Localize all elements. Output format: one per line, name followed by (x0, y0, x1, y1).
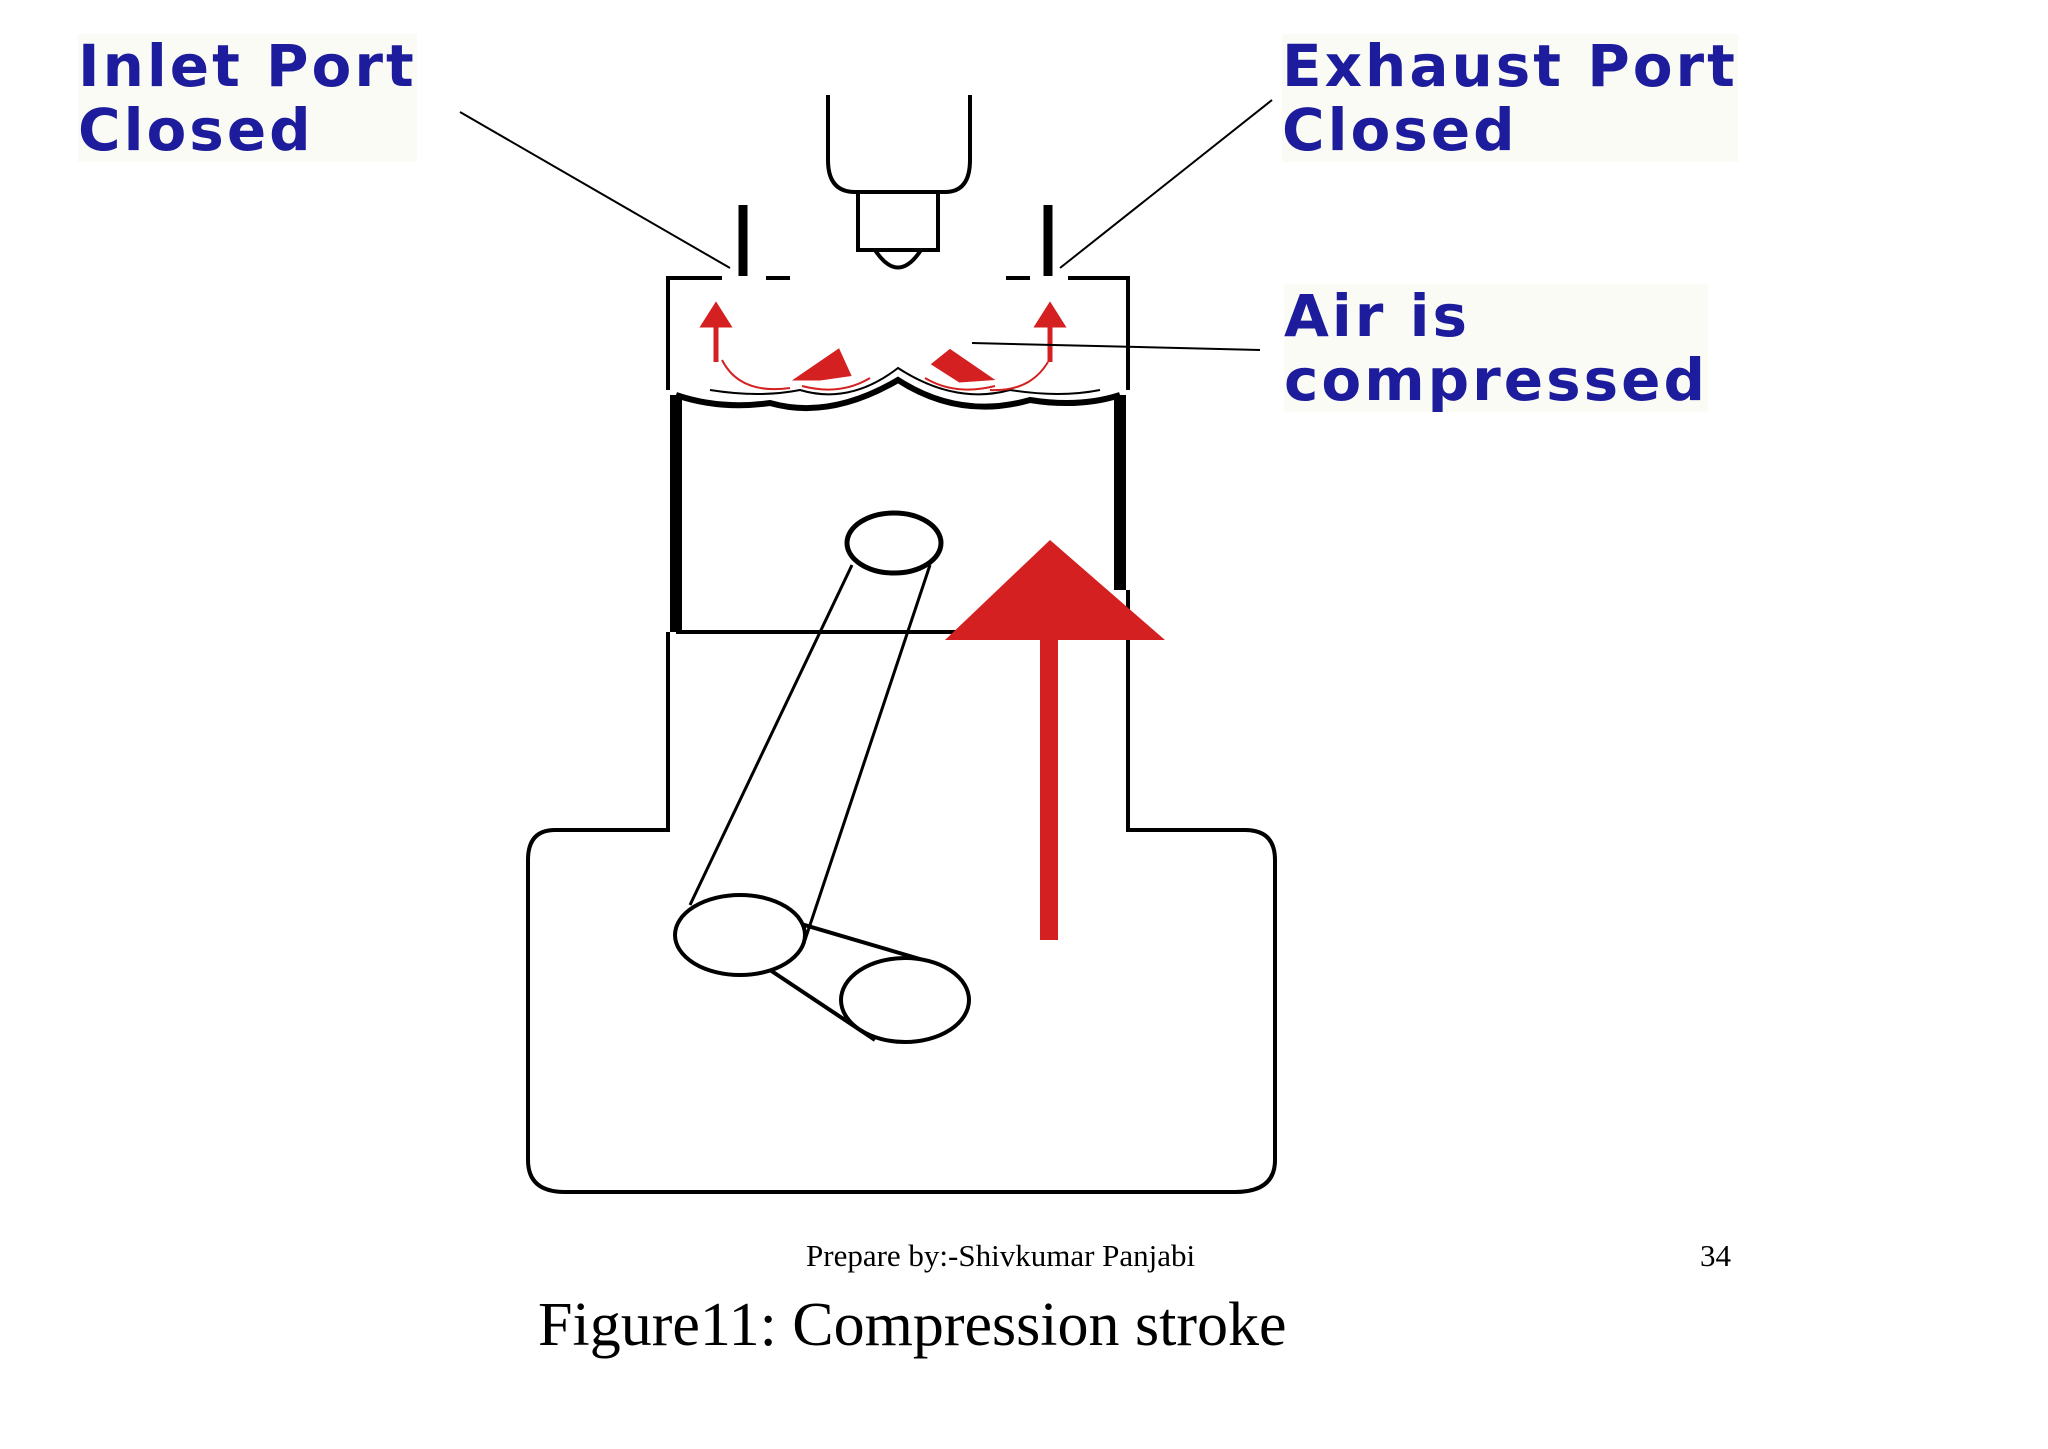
air-flow-arrows (699, 301, 1067, 383)
piston-motion-arrow (945, 540, 1165, 940)
piston-crown (675, 376, 1121, 411)
air-swirl (721, 359, 1049, 392)
page-number: 34 (1700, 1238, 1731, 1273)
inlet-port-label: Inlet Port Closed (78, 32, 417, 164)
crank-pin (673, 893, 807, 977)
leader-lines (459, 99, 1273, 351)
exhaust-port-label: Exhaust Port Closed (1282, 32, 1738, 164)
piston-crown-inner (709, 366, 1101, 396)
figure-caption: Figure11: Compression stroke (538, 1291, 1287, 1359)
spark-plug (826, 95, 972, 270)
piston-pin (844, 510, 944, 576)
air-compressed-label: Air is compressed (1284, 282, 1709, 414)
cylinder-head (666, 276, 1130, 390)
connecting-rod (688, 564, 932, 941)
cylinder-walls (670, 395, 1126, 632)
crankcase (526, 590, 1277, 1194)
author-credit: Prepare by:-Shivkumar Panjabi (806, 1238, 1196, 1273)
crankshaft-journal (839, 956, 971, 1044)
